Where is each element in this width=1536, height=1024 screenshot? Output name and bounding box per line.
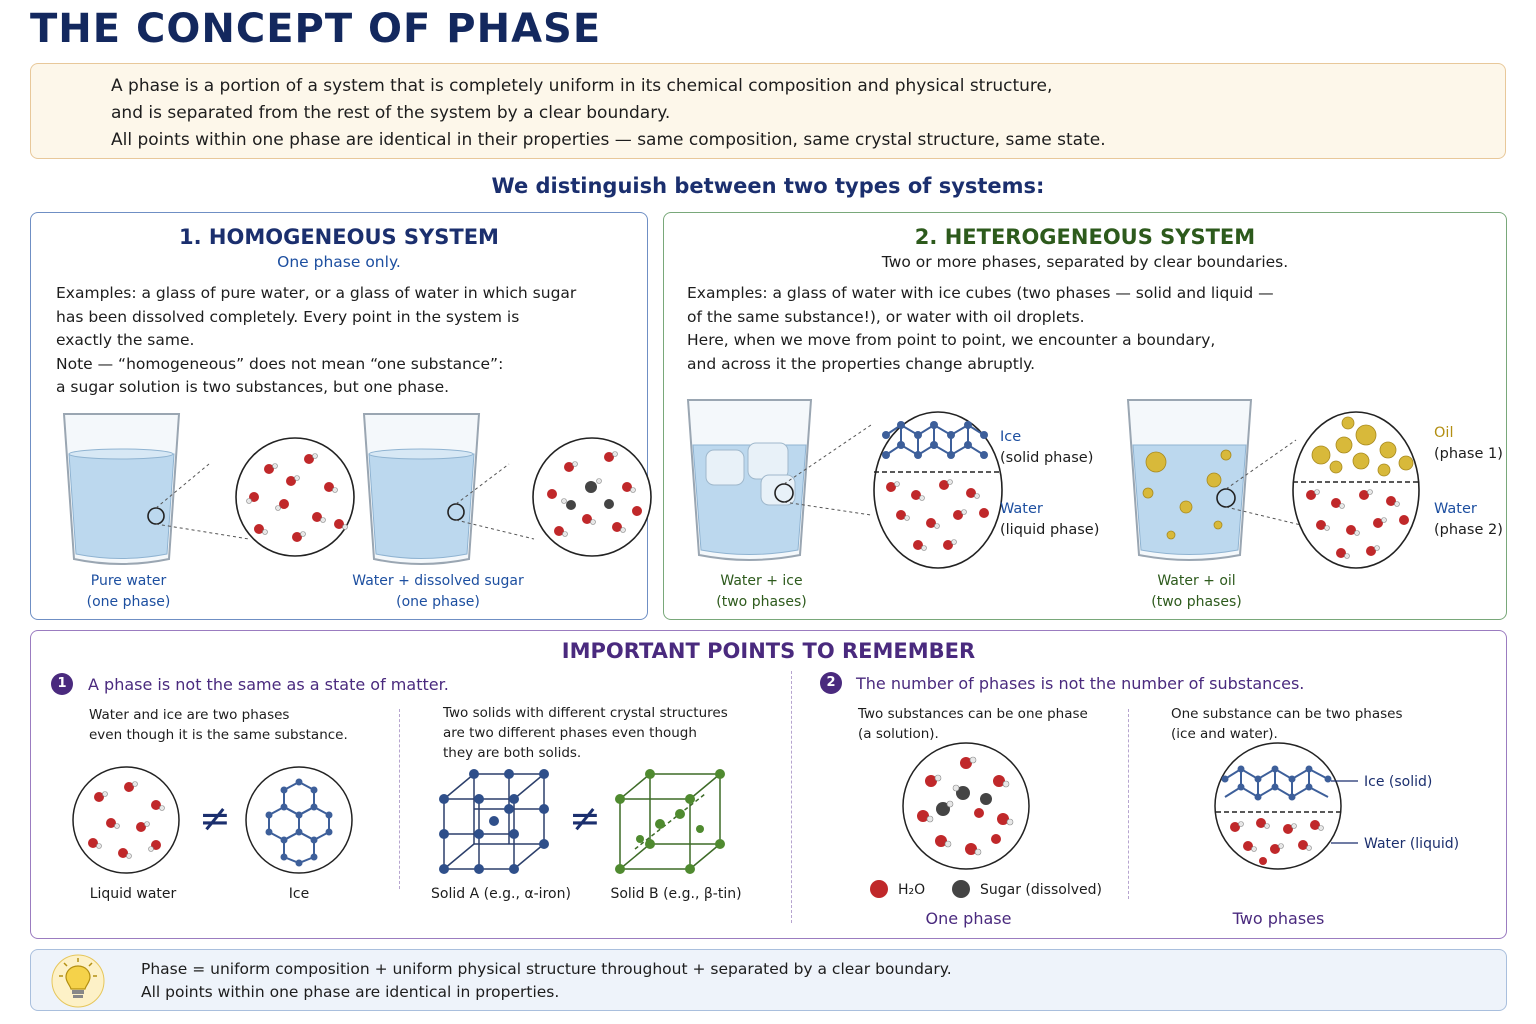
point-2-right-text: One substance can be two phases (ice and…: [1171, 704, 1402, 744]
heterogeneous-text-line: and across it the properties change abru…: [687, 354, 1036, 373]
definition-line-2: and is separated from the rest of the sy…: [111, 103, 671, 123]
important-title: IMPORTANT POINTS TO REMEMBER: [561, 639, 976, 663]
heterogeneous-subtitle: Two or more phases, separated by clear b…: [881, 253, 1289, 271]
liquid-water-circle: [72, 766, 180, 874]
sugar-water-caption: Water + dissolved sugar (one phase): [343, 571, 533, 613]
caption-line: (one phase): [86, 594, 171, 610]
label-line: (phase 2): [1434, 522, 1503, 538]
homogeneous-text-line: Examples: a glass of pure water, or a gl…: [56, 284, 577, 302]
label-line: (solid phase): [1000, 450, 1094, 466]
water-oil-glass-illustration: [1126, 399, 1420, 569]
text-line: (a solution).: [858, 726, 939, 742]
summary-line-2: All points within one phase are identica…: [141, 983, 560, 1001]
water-label: Water (liquid phase): [1000, 499, 1099, 541]
homogeneous-text-line: has been dissolved completely. Every poi…: [56, 307, 520, 326]
homogeneous-subtitle: One phase only.: [277, 253, 401, 271]
solid-a-lattice: [439, 769, 549, 874]
heterogeneous-text: Examples: a glass of water with ice cube…: [687, 282, 1274, 376]
text-line: Two solids with different crystal struct…: [443, 705, 728, 721]
ice-lattice-circle: [245, 766, 353, 874]
pure-water-caption: Pure water (one phase): [71, 571, 186, 613]
solid-b-label: Solid B (e.g., β-tin): [610, 886, 742, 902]
water-oil-caption: Water + oil (two phases): [1139, 571, 1254, 613]
h2o-legend-label: H₂O: [898, 882, 926, 898]
divider: [791, 671, 792, 923]
homogeneous-text-line: a sugar solution is two substances, but …: [56, 378, 450, 396]
label-line: (liquid phase): [1000, 522, 1100, 538]
homogeneous-text-line: exactly the same.: [56, 331, 195, 349]
important-points-panel: IMPORTANT POINTS TO REMEMBER 1 A phase i…: [30, 630, 1507, 939]
two-phases-caption: Two phases: [1232, 909, 1325, 928]
caption-line: Pure water: [90, 573, 167, 589]
heterogeneous-text-line: of the same substance!), or water with o…: [687, 307, 1085, 326]
water-liquid-tag: Water (liquid): [1364, 836, 1460, 852]
definition-line-1: A phase is a portion of a system that is…: [111, 76, 1053, 96]
sugar-legend-icon: [952, 880, 970, 898]
text-line: (ice and water).: [1171, 726, 1278, 742]
water-ice-caption: Water + ice (two phases): [704, 571, 819, 613]
sugar-water-glass-illustration: [362, 413, 652, 565]
caption-line: Water + ice: [720, 573, 803, 589]
point-2-heading: The number of phases is not the number o…: [856, 674, 1305, 693]
homogeneous-text: Examples: a glass of pure water, or a gl…: [56, 282, 576, 400]
pure-water-glass-illustration: [62, 413, 355, 565]
solid-a-label: Solid A (e.g., α-iron): [431, 886, 571, 902]
definition-box: A phase is a portion of a system that is…: [30, 63, 1506, 159]
oil-label: Oil (phase 1): [1434, 423, 1503, 465]
caption-line: Water + dissolved sugar: [352, 573, 524, 589]
point-1-left-text: Water and ice are two phases even though…: [89, 705, 348, 745]
h2o-legend-icon: [870, 880, 888, 898]
point-1-number: 1: [51, 673, 73, 695]
solution-circle: [902, 742, 1030, 870]
caption-line: (two phases): [716, 594, 807, 610]
definition-line-3: All points within one phase are identica…: [111, 130, 1106, 150]
point-1-heading: A phase is not the same as a state of ma…: [88, 675, 449, 694]
lightbulb-icon: [51, 954, 105, 1008]
text-line: are two different phases even though: [443, 725, 697, 741]
ice-water-circle: [1214, 742, 1358, 870]
label-line: Water: [1000, 501, 1043, 517]
summary-line-1: Phase = uniform composition + uniform ph…: [141, 960, 952, 978]
ice-lattice-label: Ice: [288, 886, 310, 902]
point-2-number: 2: [820, 672, 842, 694]
text-line: even though it is the same substance.: [89, 727, 348, 743]
text-line: Water and ice are two phases: [89, 707, 290, 723]
text-line: they are both solids.: [443, 745, 582, 761]
summary-box: Phase = uniform composition + uniform ph…: [30, 949, 1507, 1011]
caption-line: Water + oil: [1157, 573, 1236, 589]
sugar-legend-label: Sugar (dissolved): [980, 882, 1102, 898]
not-equal-sign: ≠: [569, 796, 601, 840]
page-title: THE CONCEPT OF PHASE: [30, 6, 602, 52]
heterogeneous-panel: 2. HETEROGENEOUS SYSTEM Two or more phas…: [663, 212, 1507, 620]
water2-label: Water (phase 2): [1434, 499, 1503, 541]
heterogeneous-text-line: Here, when we move from point to point, …: [687, 331, 1216, 349]
label-line: Ice: [1000, 429, 1022, 445]
water-ice-glass-illustration: [686, 399, 1003, 569]
homogeneous-title: 1. HOMOGENEOUS SYSTEM: [179, 225, 499, 249]
label-line: Oil: [1434, 425, 1454, 441]
heterogeneous-title: 2. HETEROGENEOUS SYSTEM: [914, 225, 1256, 249]
ice-solid-tag: Ice (solid): [1364, 774, 1433, 790]
not-equal-sign: ≠: [199, 796, 231, 840]
ice-label: Ice (solid phase): [1000, 427, 1093, 469]
homogeneous-text-line: Note — “homogeneous” does not mean “one …: [56, 354, 504, 373]
text-line: Two substances can be one phase: [858, 706, 1088, 722]
label-line: Water: [1434, 501, 1477, 517]
one-phase-caption: One phase: [925, 909, 1012, 928]
homogeneous-panel: 1. HOMOGENEOUS SYSTEM One phase only. Ex…: [30, 212, 652, 620]
divider: [399, 709, 400, 889]
heterogeneous-text-line: Examples: a glass of water with ice cube…: [687, 284, 1274, 302]
water-molecules: [249, 454, 344, 542]
text-line: One substance can be two phases: [1171, 706, 1403, 722]
point-2-left-text: Two substances can be one phase (a solut…: [858, 704, 1088, 744]
caption-line: (one phase): [396, 594, 480, 610]
point-1-right-text: Two solids with different crystal struct…: [443, 703, 728, 763]
types-heading: We distinguish between two types of syst…: [491, 174, 1045, 198]
label-line: (phase 1): [1434, 446, 1503, 462]
liquid-water-label: Liquid water: [89, 886, 177, 902]
solid-b-lattice: [615, 769, 725, 874]
caption-line: (two phases): [1151, 594, 1242, 610]
divider: [1128, 709, 1129, 899]
